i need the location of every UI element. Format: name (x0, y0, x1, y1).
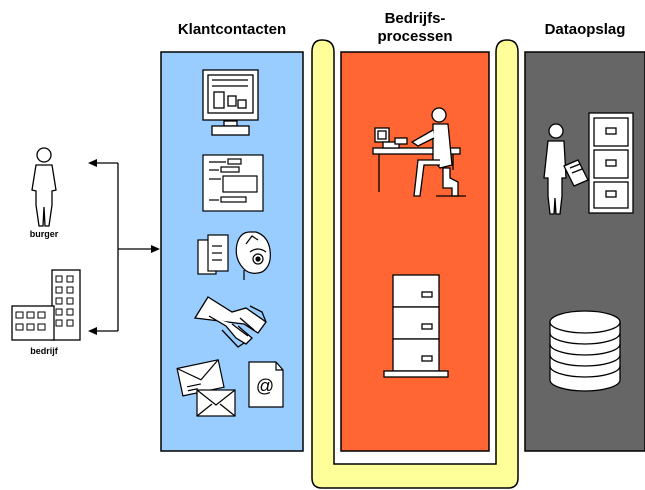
bedrijfsprocessen-heading-line1: Bedrijfs- (384, 10, 446, 27)
arrow-head-burger (88, 159, 97, 167)
filing-cabinet-icon (588, 112, 634, 214)
burger-label: burger (29, 229, 59, 239)
clerk-person-icon (543, 123, 589, 215)
bedrijf-label: bedrijf (30, 346, 58, 356)
dataopslag-heading: Dataopslag (544, 21, 626, 38)
arrow-heads (88, 159, 160, 335)
email-icon (248, 361, 284, 408)
database-icon (549, 310, 621, 392)
connector-arrows (92, 162, 156, 332)
bedrijfsprocessen-heading-line2: processen (377, 28, 453, 45)
bedrijfsprocessen-heading: Bedrijfs- processen (341, 10, 489, 46)
person-icon (31, 147, 57, 227)
arrow-head-channels (151, 245, 160, 253)
building-icon (11, 269, 81, 341)
telephone-icon (197, 231, 271, 280)
web-terminal-icon (202, 69, 259, 136)
handshake-icon (193, 296, 267, 348)
server-icon (383, 274, 449, 378)
mail-icon (176, 359, 236, 417)
worker-at-desk-icon (372, 107, 466, 197)
email-at-symbol: @ (256, 376, 274, 396)
form-icon (202, 154, 264, 212)
bedrijfsprocessen-frame (311, 39, 519, 489)
bedrijfsprocessen-column (340, 51, 490, 452)
klantcontacten-heading: Klantcontacten (177, 21, 287, 38)
arrow-head-bedrijf (88, 327, 97, 335)
